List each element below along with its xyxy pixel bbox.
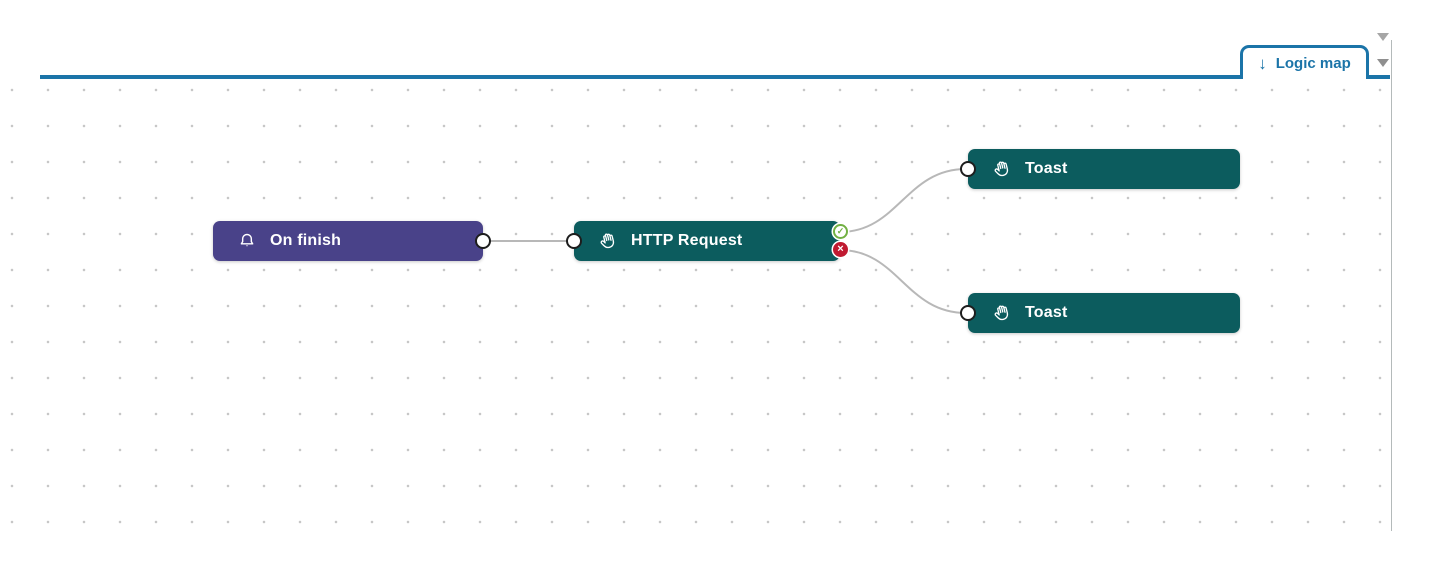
node-toast-1[interactable]: Toast	[960, 149, 1240, 189]
scroll-button-bottom[interactable]	[1374, 56, 1392, 70]
node-toast-2[interactable]: Toast	[960, 293, 1240, 333]
tab-label: Logic map	[1275, 55, 1351, 72]
bell-icon	[237, 231, 257, 251]
node-label: Toast	[1025, 160, 1068, 177]
x-icon: ×	[837, 243, 844, 255]
input-port[interactable]	[566, 233, 582, 249]
node-label: On finish	[270, 232, 342, 249]
node-http-request[interactable]: HTTP Request ✓ ×	[566, 221, 848, 261]
hand-icon	[990, 301, 1014, 325]
input-port[interactable]	[960, 305, 976, 321]
arrow-down-icon: ↓	[1258, 54, 1267, 73]
input-port[interactable]	[960, 161, 976, 177]
error-port[interactable]: ×	[833, 242, 848, 257]
node-label: Toast	[1025, 304, 1068, 321]
scroll-button-top[interactable]	[1374, 30, 1392, 44]
connection-success	[839, 168, 967, 233]
connections-layer	[483, 168, 967, 314]
success-port[interactable]: ✓	[833, 224, 848, 239]
tab-logic-map[interactable]: ↓ Logic map	[1240, 45, 1369, 79]
chevron-down-icon	[1377, 59, 1389, 67]
node-label: HTTP Request	[631, 232, 743, 249]
panel-top-border	[40, 75, 1390, 79]
chevron-down-icon	[1377, 33, 1389, 41]
hand-icon	[990, 157, 1014, 181]
hand-icon	[596, 229, 620, 253]
logic-canvas[interactable]: On finish HTTP Request ✓ × Toast	[0, 79, 1391, 531]
check-icon: ✓	[836, 226, 845, 236]
node-on-finish[interactable]: On finish	[213, 221, 491, 261]
panel-right-border	[1391, 40, 1392, 531]
output-port[interactable]	[475, 233, 491, 249]
connection-error	[839, 249, 967, 314]
